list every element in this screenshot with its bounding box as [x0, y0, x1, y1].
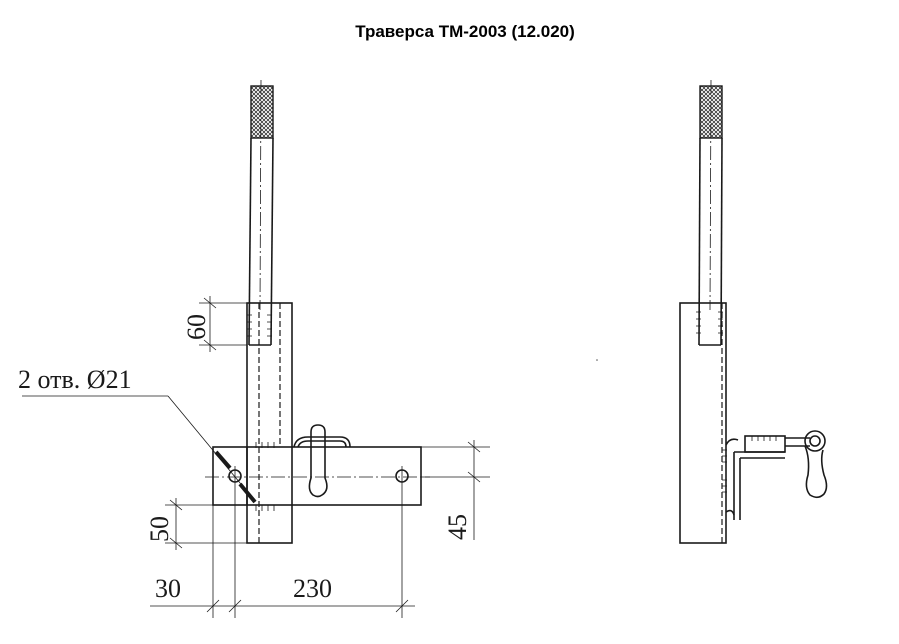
dim-60	[199, 296, 247, 352]
dim-30-label: 30	[155, 574, 181, 603]
dim-45	[421, 440, 490, 540]
left-rod	[248, 79, 274, 346]
right-ring	[804, 430, 826, 452]
left-rod-knurled-grip	[250, 85, 274, 139]
left-vertical-plate	[246, 302, 293, 544]
dim-30-230	[150, 486, 415, 618]
dim-50	[165, 498, 247, 550]
holes-leader	[22, 395, 257, 504]
left-clamp	[293, 424, 351, 498]
speck	[596, 359, 598, 361]
side-view	[679, 79, 828, 544]
front-view: 2 отв. Ø21 60 50 45	[18, 79, 490, 618]
drawing-title: Траверса ТМ-2003 (12.020)	[355, 22, 575, 41]
dim-50-label: 50	[145, 516, 174, 542]
dim-60-label: 60	[182, 314, 211, 340]
right-rod	[698, 79, 723, 346]
dim-45-label: 45	[443, 514, 472, 540]
right-bracket	[725, 430, 828, 520]
holes-label: 2 отв. Ø21	[18, 365, 132, 394]
right-vertical-plate	[679, 302, 727, 544]
dim-230-label: 230	[293, 574, 332, 603]
